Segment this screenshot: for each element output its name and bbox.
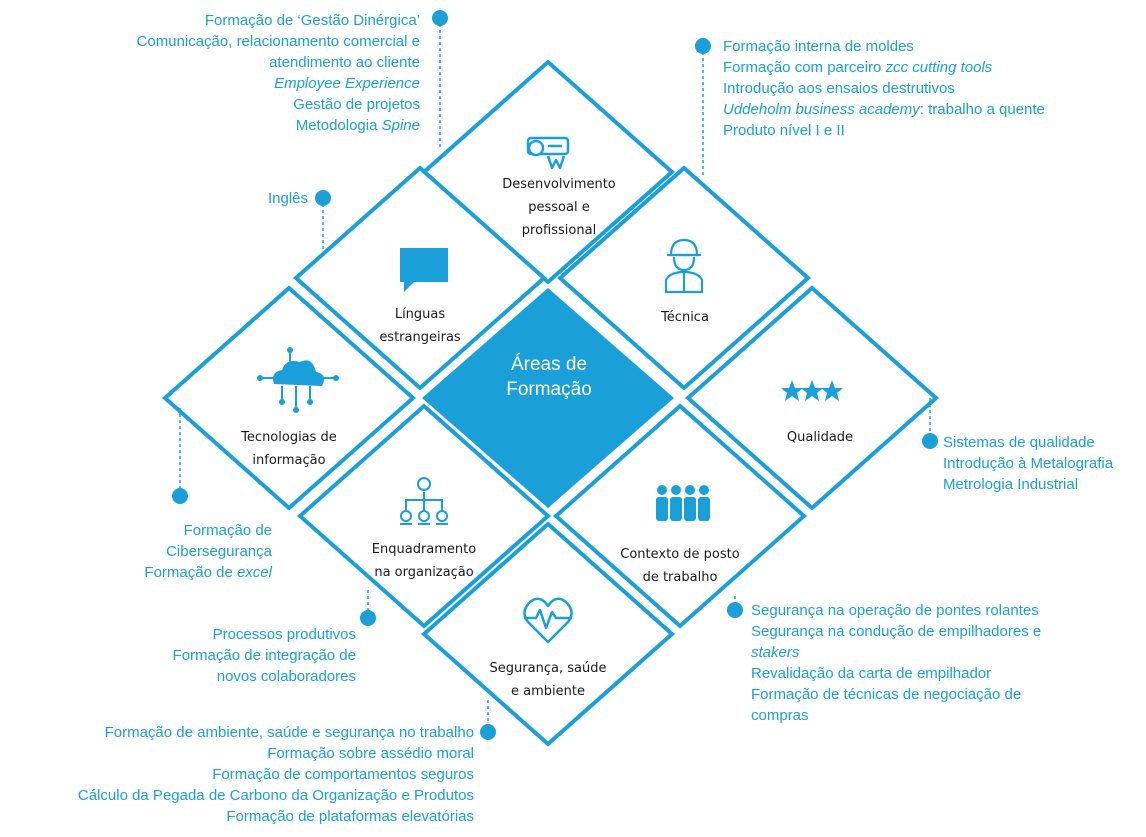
heartbeat-icon bbox=[523, 597, 573, 644]
callout-item: Formação com parceiro zcc cutting tools bbox=[723, 59, 993, 76]
callout-item: Uddeholm business academy: trabalho a qu… bbox=[723, 101, 1045, 118]
callout-item: Comunicação, relacionamento comercial e bbox=[136, 33, 420, 50]
callout-item: Formação de ‘Gestão Dinérgica’ bbox=[204, 12, 420, 29]
dot-tecnologias bbox=[172, 488, 188, 504]
callout-desenvolvimento: Formação de ‘Gestão Dinérgica’ Comunicaç… bbox=[20, 10, 420, 136]
tile-label-line: Enquadramento bbox=[371, 542, 477, 557]
three-stars-icon bbox=[781, 380, 843, 401]
tile-label-line: estrangeiras bbox=[379, 330, 461, 345]
center-tile bbox=[422, 288, 674, 508]
callout-item: Formação de técnicas de negociação de bbox=[751, 686, 1022, 703]
tile-label-qualidade: Qualidade bbox=[720, 426, 920, 449]
callout-item: Introdução à Metalografia bbox=[943, 455, 1114, 472]
callout-item: Revalidação da carta de empilhador bbox=[751, 665, 992, 682]
callout-item: Formação de integração de bbox=[172, 647, 356, 664]
tile-label-desenvolvimento: Desenvolvimento pessoal e profissional bbox=[459, 173, 659, 242]
center-title-line2: Formação bbox=[506, 379, 592, 400]
tile-label-line: Segurança, saúde bbox=[489, 661, 607, 676]
tile-label-tecnologias: Tecnologias de informação bbox=[189, 426, 389, 472]
callout-tecnica: Formação interna de moldes Formação com … bbox=[723, 36, 1133, 141]
callout-item: compras bbox=[751, 707, 809, 724]
leader-dots bbox=[172, 10, 938, 740]
tile-label-line: de trabalho bbox=[642, 570, 718, 585]
callout-item: Formação de ambiente, saúde e segurança … bbox=[104, 724, 474, 741]
tile-label-line: pessoal e bbox=[528, 200, 590, 215]
tile-label-seguranca: Segurança, saúde e ambiente bbox=[448, 657, 648, 703]
callout-item: Produto nível I e II bbox=[723, 122, 845, 139]
callout-item: Metodologia Spine bbox=[295, 117, 420, 134]
dot-tecnica bbox=[695, 38, 711, 54]
callout-item: Employee Experience bbox=[274, 75, 420, 92]
callout-item: Introdução aos ensaios destrutivos bbox=[723, 80, 955, 97]
tile-label-line: Contexto de posto bbox=[620, 547, 740, 562]
engineer-icon bbox=[664, 238, 704, 294]
callout-enquadramento: Processos produtivos Formação de integra… bbox=[96, 624, 356, 687]
tile-tecnologias bbox=[161, 285, 417, 511]
callout-qualidade: Sistemas de qualidade Introdução à Metal… bbox=[943, 432, 1143, 495]
callout-linguas: Inglês bbox=[208, 188, 308, 209]
certificate-icon bbox=[526, 136, 570, 170]
dot-contexto bbox=[727, 602, 743, 618]
tile-label-line: profissional bbox=[521, 223, 597, 238]
tile-label-enquadramento: Enquadramento na organização bbox=[324, 538, 524, 584]
tile-label-line: Qualidade bbox=[786, 430, 854, 445]
callout-seguranca: Formação de ambiente, saúde e segurança … bbox=[4, 722, 474, 827]
callout-tecnologias: Formação de Cibersegurança Formação de e… bbox=[52, 520, 272, 583]
dot-qualidade bbox=[922, 433, 938, 449]
tile-label-linguas: Línguas estrangeiras bbox=[320, 303, 520, 349]
cloud-network-icon bbox=[257, 347, 339, 413]
tile-label-line: Línguas bbox=[394, 307, 446, 322]
center-title-line1: Áreas de bbox=[510, 354, 588, 375]
tile-label-line: informação bbox=[252, 453, 326, 468]
speech-bubble-icon bbox=[400, 248, 448, 292]
tile-qualidade bbox=[684, 285, 940, 511]
callout-item: Formação de comportamentos seguros bbox=[212, 766, 474, 783]
workers-group-icon bbox=[656, 485, 710, 521]
tile-label-line: na organização bbox=[374, 565, 474, 580]
tile-label-tecnica: Técnica bbox=[585, 306, 785, 329]
tile-enquadramento bbox=[296, 403, 552, 629]
tile-label-contexto: Contexto de posto de trabalho bbox=[580, 543, 780, 589]
dot-linguas bbox=[315, 190, 331, 206]
tile-seguranca bbox=[420, 521, 676, 747]
callout-item: Formação interna de moldes bbox=[723, 38, 914, 55]
callout-item: Processos produtivos bbox=[212, 626, 356, 643]
center-title: Áreas de Formação bbox=[444, 352, 654, 402]
callout-item: Cibersegurança bbox=[166, 543, 272, 560]
callout-item: atendimento ao cliente bbox=[269, 54, 420, 71]
tile-label-line: e ambiente bbox=[511, 684, 585, 699]
callout-item: novos colaboradores bbox=[216, 668, 356, 685]
callout-item: Sistemas de qualidade bbox=[943, 434, 1095, 451]
tile-label-line: Técnica bbox=[661, 310, 709, 325]
callout-item: Inglês bbox=[267, 190, 308, 207]
callout-item: Formação sobre assédio moral bbox=[267, 745, 474, 762]
tile-label-line: Desenvolvimento bbox=[502, 177, 616, 192]
dot-desenvolvimento bbox=[432, 10, 448, 26]
callout-item: Gestão de projetos bbox=[293, 96, 420, 113]
callout-item: Segurança na operação de pontes rolantes bbox=[751, 602, 1039, 619]
dot-seguranca bbox=[480, 724, 496, 740]
callout-contexto: Segurança na operação de pontes rolantes… bbox=[751, 600, 1141, 726]
callout-item: Cálculo da Pegada de Carbono da Organiza… bbox=[77, 787, 474, 804]
callout-item: Metrologia Industrial bbox=[943, 476, 1079, 493]
org-chart-icon bbox=[400, 477, 448, 525]
callout-item: Formação de excel bbox=[144, 564, 272, 581]
callout-item: Segurança na condução de empilhadores e bbox=[751, 623, 1042, 640]
callout-item: Formação de plataformas elevatórias bbox=[226, 808, 474, 825]
tile-label-line: Tecnologias de bbox=[241, 430, 337, 445]
callout-item: stakers bbox=[751, 644, 800, 661]
dot-enquadramento bbox=[360, 610, 376, 626]
callout-item: Formação de bbox=[183, 522, 272, 539]
